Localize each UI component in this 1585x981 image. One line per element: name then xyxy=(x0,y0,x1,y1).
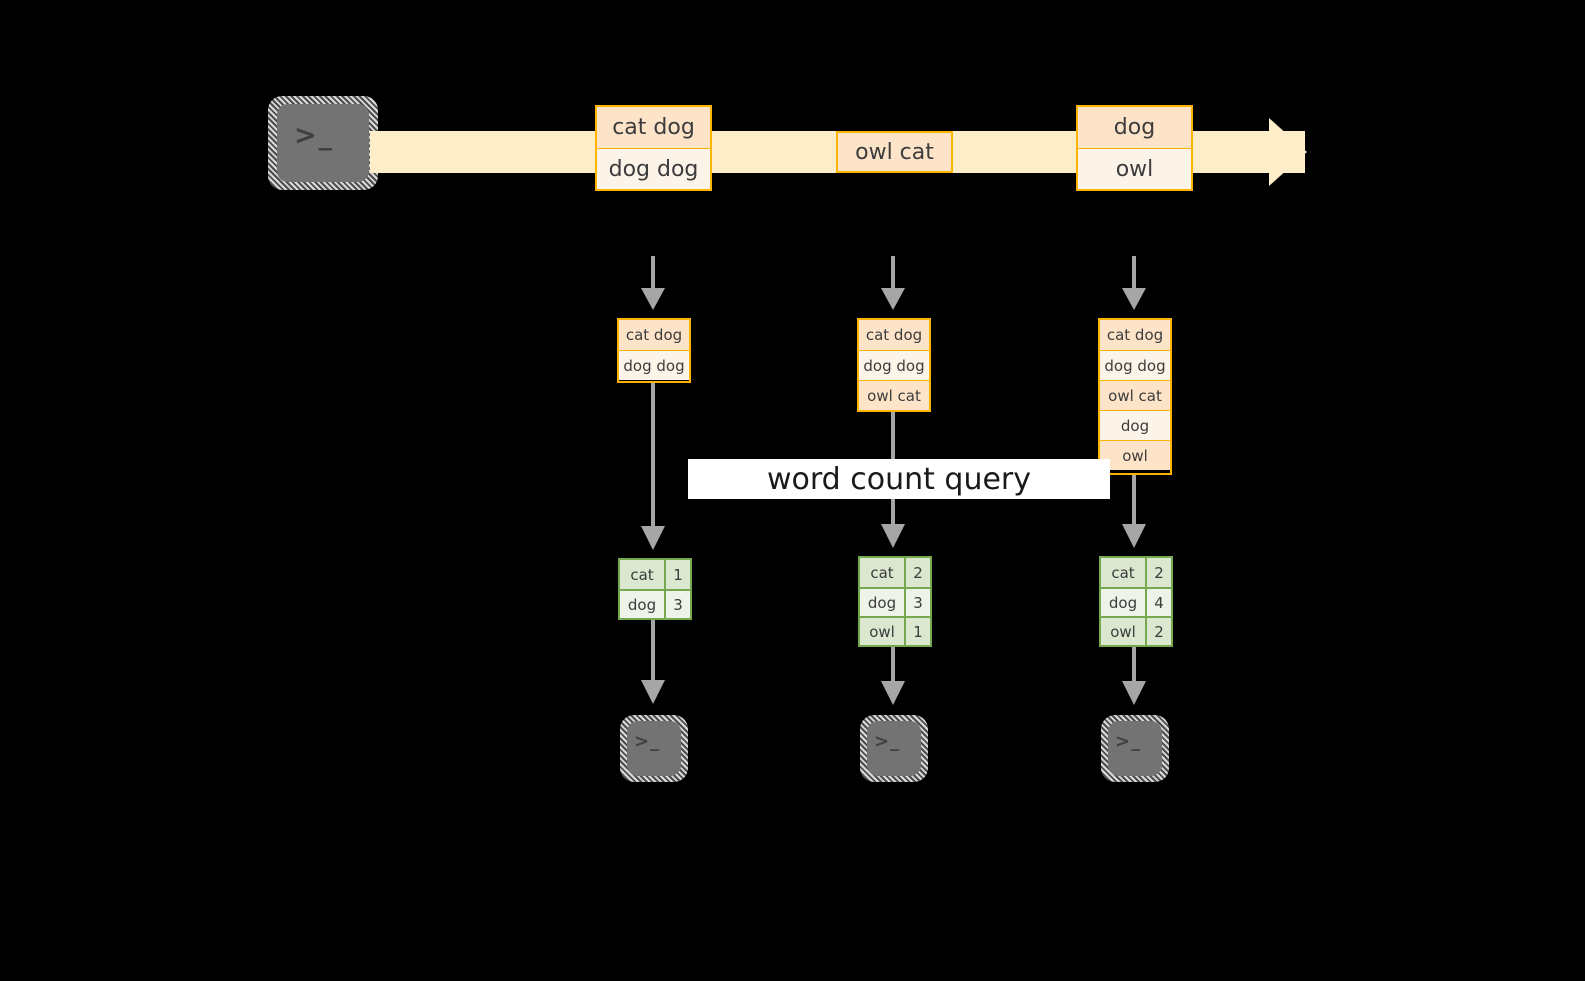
stream-record: dog owl xyxy=(1076,105,1193,191)
terminal-body xyxy=(867,721,921,776)
table-cell-word: cat xyxy=(620,560,666,589)
snapshot-to-result-line xyxy=(651,383,655,528)
terminal-prompt-glyph: >_ xyxy=(634,731,661,752)
snapshot-line: cat dog xyxy=(619,320,689,350)
snapshot-line: dog xyxy=(1100,410,1170,440)
table-row: dog 4 xyxy=(1101,587,1171,616)
table-cell-count: 2 xyxy=(1147,558,1171,587)
terminal-body xyxy=(277,104,369,182)
snapshot-line: dog dog xyxy=(619,350,689,380)
table-row: dog 3 xyxy=(620,589,690,618)
result-table: cat 2 dog 4 owl 2 xyxy=(1099,556,1173,647)
sink-terminal-3: >_ xyxy=(1101,715,1169,782)
table-cell-word: dog xyxy=(1101,589,1147,616)
table-cell-count: 1 xyxy=(666,560,690,589)
terminal-prompt-glyph: >_ xyxy=(294,120,335,151)
stream-to-snapshot-line xyxy=(891,256,895,290)
snapshot-to-result-arrowhead xyxy=(1122,524,1146,548)
table-row: owl 2 xyxy=(1101,616,1171,645)
snapshot-box: cat dog dog dog owl cat xyxy=(857,318,931,412)
table-cell-count: 4 xyxy=(1147,589,1171,616)
stream-record-line: dog dog xyxy=(597,148,710,189)
table-cell-word: dog xyxy=(620,591,666,618)
snapshot-line: dog dog xyxy=(859,350,929,380)
result-to-sink-line xyxy=(651,620,655,682)
snapshot-to-result-arrowhead xyxy=(881,524,905,548)
snapshot-to-result-line xyxy=(1132,475,1136,527)
table-cell-count: 3 xyxy=(906,589,930,616)
result-to-sink-line xyxy=(1132,647,1136,684)
result-to-sink-arrowhead xyxy=(641,680,665,704)
table-cell-count: 3 xyxy=(666,591,690,618)
terminal-body xyxy=(627,721,681,776)
terminal-prompt-glyph: >_ xyxy=(1115,731,1142,752)
table-cell-word: owl xyxy=(1101,618,1147,645)
snapshot-line: owl xyxy=(1100,440,1170,470)
stream-record-line: owl cat xyxy=(838,133,951,171)
table-cell-word: owl xyxy=(860,618,906,645)
stream-record-line: dog xyxy=(1078,107,1191,148)
stream-to-snapshot-arrowhead xyxy=(641,288,665,310)
terminal-body xyxy=(1108,721,1162,776)
table-row: dog 3 xyxy=(860,587,930,616)
stream-arrowhead xyxy=(1269,118,1307,186)
snapshot-box: cat dog dog dog xyxy=(617,318,691,383)
source-terminal: >_ xyxy=(268,96,378,190)
snapshot-box: cat dog dog dog owl cat dog owl xyxy=(1098,318,1172,475)
stream-record-line: cat dog xyxy=(597,107,710,148)
table-cell-count: 2 xyxy=(906,558,930,587)
snapshot-line: cat dog xyxy=(1100,320,1170,350)
snapshot-line: owl cat xyxy=(1100,380,1170,410)
snapshot-to-result-arrowhead xyxy=(641,526,665,550)
table-cell-word: cat xyxy=(1101,558,1147,587)
table-row: cat 2 xyxy=(1101,558,1171,587)
sink-terminal-1: >_ xyxy=(620,715,688,782)
result-to-sink-arrowhead xyxy=(1122,681,1146,705)
stream-to-snapshot-arrowhead xyxy=(1122,288,1146,310)
query-label: word count query xyxy=(688,459,1110,499)
stream-record: owl cat xyxy=(836,131,953,173)
stream-to-snapshot-line xyxy=(1132,256,1136,290)
result-to-sink-arrowhead xyxy=(881,681,905,705)
table-row: cat 1 xyxy=(620,560,690,589)
table-row: cat 2 xyxy=(860,558,930,587)
result-table: cat 1 dog 3 xyxy=(618,558,692,620)
table-row: owl 1 xyxy=(860,616,930,645)
table-cell-count: 1 xyxy=(906,618,930,645)
stream-to-snapshot-arrowhead xyxy=(881,288,905,310)
stream-to-snapshot-line xyxy=(651,256,655,290)
terminal-prompt-glyph: >_ xyxy=(874,731,901,752)
table-cell-word: cat xyxy=(860,558,906,587)
stream-record-line: owl xyxy=(1078,148,1191,189)
snapshot-line: owl cat xyxy=(859,380,929,410)
snapshot-line: dog dog xyxy=(1100,350,1170,380)
snapshot-line: cat dog xyxy=(859,320,929,350)
sink-terminal-2: >_ xyxy=(860,715,928,782)
stream-record: cat dog dog dog xyxy=(595,105,712,191)
result-to-sink-line xyxy=(891,647,895,684)
table-cell-word: dog xyxy=(860,589,906,616)
result-table: cat 2 dog 3 owl 1 xyxy=(858,556,932,647)
table-cell-count: 2 xyxy=(1147,618,1171,645)
